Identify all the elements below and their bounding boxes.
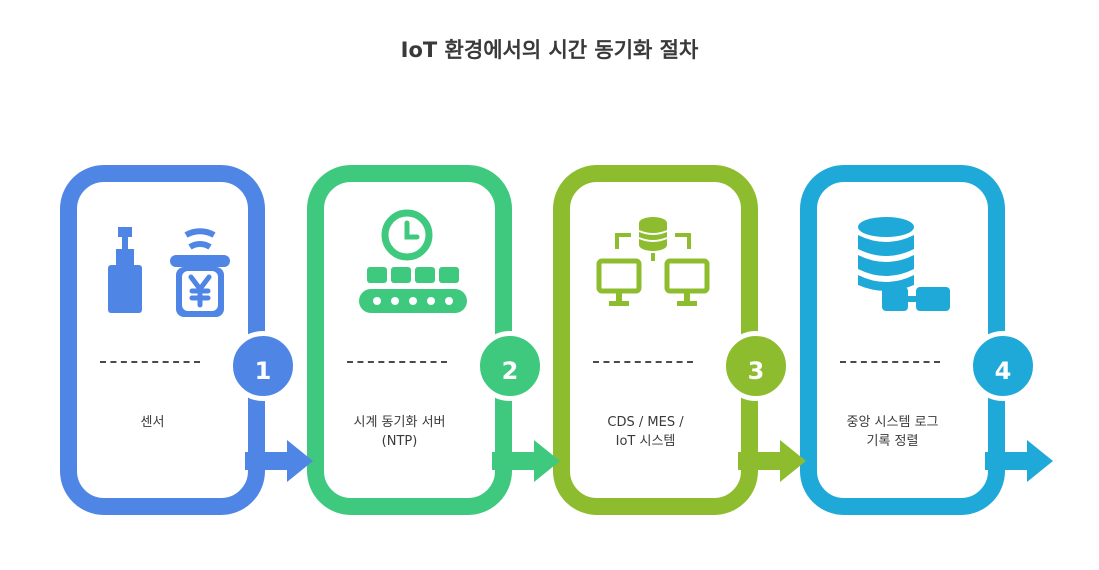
iot-sensor-device-icon xyxy=(108,227,230,317)
arrow-right-icon xyxy=(492,440,560,482)
arrow-right-icon xyxy=(245,440,313,482)
step-frame xyxy=(60,165,265,515)
step-number-badge: 4 xyxy=(968,331,1038,401)
networked-database-computers-icon xyxy=(596,217,710,306)
page-title: IoT 환경에서의 시간 동기화 절차 xyxy=(400,38,699,62)
dashed-separator xyxy=(593,361,693,363)
dashed-separator xyxy=(100,361,200,363)
step-label: 시계 동기화 서버 (NTP) xyxy=(353,415,446,449)
step-number-badge: 1 xyxy=(228,331,298,401)
step-card-2: 2 시계 동기화 서버 (NTP) xyxy=(307,165,545,515)
step-number-badge: 3 xyxy=(721,331,791,401)
arrow-right-icon xyxy=(738,440,806,482)
step-label: 중앙 시스템 로그 기록 정렬 xyxy=(846,415,939,449)
step-card-1: 1 센서 xyxy=(60,165,298,515)
step-label: 센서 xyxy=(140,415,165,430)
clock-server-icon xyxy=(359,209,467,313)
dashed-separator xyxy=(840,361,940,363)
step-number-badge: 2 xyxy=(475,331,545,401)
step-card-3: 3 CDS / MES / IoT 시스템 xyxy=(553,165,791,515)
step-card-4: 4 중앙 시스템 로그 기록 정렬 xyxy=(800,165,1038,515)
step-label: CDS / MES / IoT 시스템 xyxy=(607,415,684,449)
database-log-icon xyxy=(858,217,950,311)
arrow-right-icon xyxy=(985,440,1053,482)
dashed-separator xyxy=(347,361,447,363)
